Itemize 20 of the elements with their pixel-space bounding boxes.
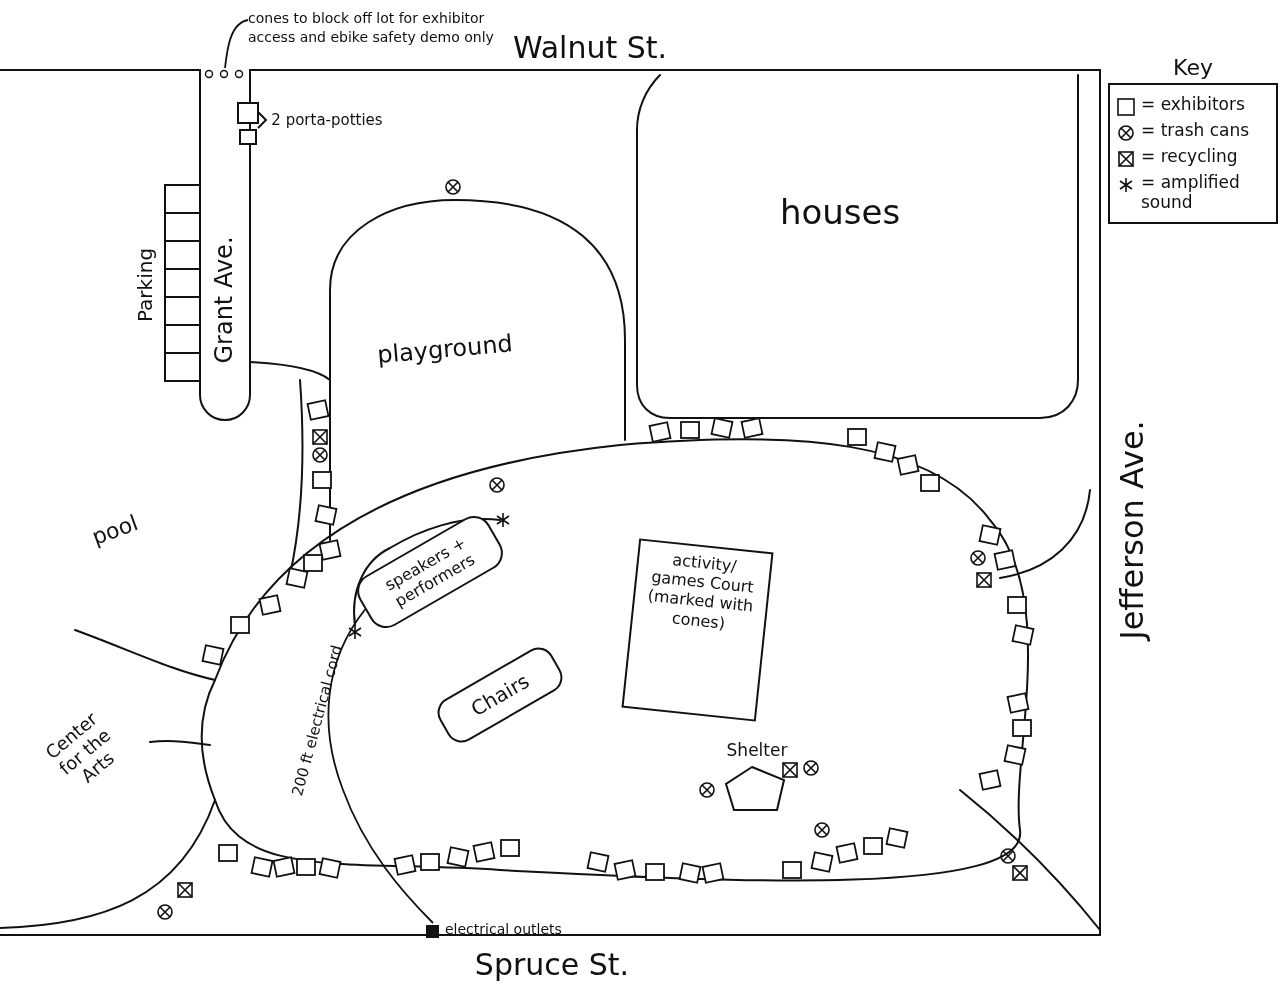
electrical-cord [327,608,434,924]
area-label: Parking [133,247,157,323]
key-heading: Key [1172,55,1214,82]
games-court: activity/ games Court (marked with cones) [621,538,774,722]
legend-label: = recycling [1141,147,1238,167]
street-name: Jefferson Ave. [1113,420,1151,640]
shelter-label: Shelter [725,740,789,761]
annotation: 2 porta-potties [271,112,383,130]
note: cones to block off lot for exhibitor access and ebike safety demo only [248,8,498,46]
street-name: Walnut St. [512,30,668,66]
outlet-label: electrical outlets [445,920,562,937]
legend-label: = amplified sound [1141,173,1241,213]
street-name: Grant Ave. [211,236,239,364]
legend-label: = trash cans [1141,121,1250,141]
legend-label: = exhibitors [1141,95,1245,115]
area-label: pool [88,510,142,550]
area-label: playground [376,330,514,370]
area-label: houses [779,193,901,233]
leader-line [224,19,249,69]
street-name: Spruce St. [474,947,630,983]
